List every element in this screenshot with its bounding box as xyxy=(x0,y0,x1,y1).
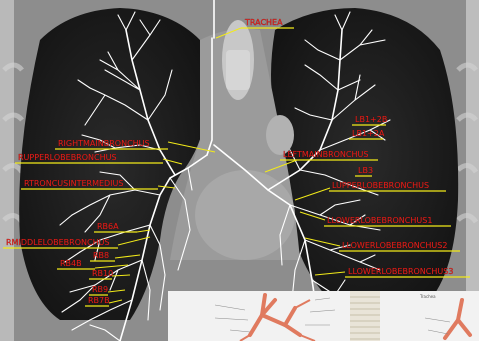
label-lb1-2b: LB1+2B xyxy=(355,115,387,124)
aortic-arch xyxy=(266,115,294,155)
reference-inset: Trachea xyxy=(168,291,479,341)
label-rb8: RB8 xyxy=(93,251,109,260)
label-lb3: LB3 xyxy=(358,166,373,175)
label-left-main-bronchus: LEFTMAINBRONCHUS xyxy=(283,150,368,159)
label-l-lower-lobe-bronchus1: LLOWERLOBEBRONCHUS1 xyxy=(327,216,432,225)
label-right-main-bronchus: RIGHTMAINBRONCHUS xyxy=(58,139,150,148)
label-rb6a: RB6A xyxy=(97,222,119,231)
label-l-lower-lobe-bronchus3: LLOWERLOBEBRONCHUS3 xyxy=(348,267,453,276)
label-rb7b: RB7B xyxy=(88,296,110,305)
inset-trachea-label: Trachea xyxy=(419,294,436,299)
label-l-lower-lobe-bronchus2: LLOWERLOBEBRONCHUS2 xyxy=(342,241,447,250)
label-trachea: TRACHEA xyxy=(244,18,283,27)
label-r-intermedius: RTRONCUSINTERMEDIUS xyxy=(24,179,123,188)
label-rb4b: RB4B xyxy=(60,259,82,268)
label-lb1-2a: LB1+2A xyxy=(352,129,385,138)
label-rb9: RB9 xyxy=(92,285,108,294)
label-r-upper-lobe-bronchus: RUPPERLOBEBRONCHUS xyxy=(18,153,117,162)
label-rb10: RB10 xyxy=(92,269,113,278)
label-r-middle-lobe-bronchus: RMIDDLELOBEBRONCHUS xyxy=(6,238,110,247)
spine-vertebra xyxy=(226,50,250,90)
heart xyxy=(195,170,295,260)
label-l-upper-lobe-bronchus: LUPPERLOBEBRONCHUS xyxy=(332,181,429,190)
